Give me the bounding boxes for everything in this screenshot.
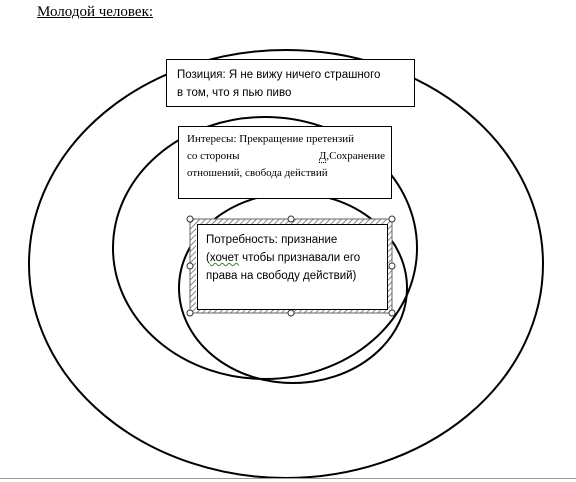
resize-handle-middle-left[interactable] bbox=[186, 262, 194, 270]
interests-line-2: со стороны Д,Сохранение bbox=[187, 148, 385, 165]
position-line-2: в том, что я пью пиво bbox=[177, 87, 292, 99]
position-box[interactable]: Позиция: Я не вижу ничего страшного в то… bbox=[166, 59, 415, 107]
middle-ellipse bbox=[112, 116, 418, 380]
selection-handles[interactable] bbox=[186, 215, 396, 317]
need-spellcheck-word: хочет bbox=[209, 252, 239, 264]
need-line-2-part-c: чтобы признавали его bbox=[238, 252, 361, 264]
position-line-1: Позиция: Я не вижу ничего страшного bbox=[177, 69, 381, 81]
page-bottom-rule bbox=[0, 478, 576, 479]
interests-box[interactable]: Интересы: Прекращение претензий со сторо… bbox=[178, 126, 392, 199]
interests-line-3: отношений, свобода действий bbox=[187, 167, 328, 179]
need-line-3: права на свободу действий) bbox=[206, 270, 357, 282]
interests-line-2-part-bc: Д,Сохранение bbox=[318, 148, 385, 165]
resize-handle-bottom-right[interactable] bbox=[388, 309, 396, 317]
resize-handle-top-center[interactable] bbox=[287, 215, 295, 223]
interests-line-2-part-a: со стороны bbox=[187, 150, 240, 162]
interests-line-1: Интересы: Прекращение претензий bbox=[187, 133, 355, 145]
need-line-2-part-a: ( bbox=[206, 252, 210, 264]
interests-d-abbrev: Д bbox=[318, 150, 327, 163]
resize-handle-top-right[interactable] bbox=[388, 215, 396, 223]
interests-line-2-part-c: ,Сохранение bbox=[326, 150, 385, 162]
resize-handle-bottom-center[interactable] bbox=[287, 309, 295, 317]
resize-handle-middle-right[interactable] bbox=[388, 262, 396, 270]
need-line-2: (хочет чтобы признавали его bbox=[206, 249, 381, 267]
resize-handle-bottom-left[interactable] bbox=[186, 309, 194, 317]
resize-handle-top-left[interactable] bbox=[186, 215, 194, 223]
diagram-title: Молодой человек: bbox=[37, 4, 154, 20]
need-box[interactable]: Потребность: признание (хочет чтобы приз… bbox=[197, 224, 388, 310]
need-line-1: Потребность: признание bbox=[206, 234, 338, 246]
